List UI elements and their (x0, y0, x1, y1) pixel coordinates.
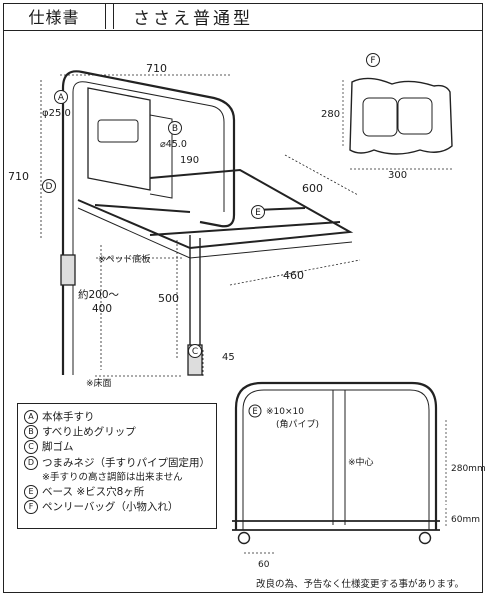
label-foot-45: 45 (222, 352, 235, 363)
main-drawing (40, 70, 361, 377)
dim-600 (284, 154, 359, 196)
label-base-460: 460 (283, 269, 304, 282)
label-bed-board: ※ベッド底板 (98, 253, 151, 265)
base-detail (232, 381, 447, 554)
label-bag-height: 280 (321, 109, 340, 120)
header-doc-type: 仕様書 (3, 3, 106, 29)
label-grip-length: 190 (180, 155, 199, 166)
footer-disclaimer: 改良の為、予告なく仕様変更する事があります。 (256, 579, 465, 590)
marker-a-label: A (58, 93, 65, 103)
label-range-2: 400 (92, 303, 112, 315)
spec-sheet-frame (3, 3, 483, 593)
marker-c-label: C (192, 347, 198, 357)
label-arm-500: 500 (158, 292, 179, 305)
pocket-bag (87, 87, 151, 191)
header-bar: 仕様書 ささえ普通型 (3, 3, 483, 31)
label-floor: ※床面 (86, 377, 112, 389)
legend-note: ※手すりの高さ調節は出来ません (42, 471, 183, 483)
label-height-710: 710 (8, 170, 29, 183)
label-pipe-size: ※10×10 (266, 407, 304, 417)
label-center: ※中心 (348, 456, 374, 468)
label-height-280mm: 280mm (451, 464, 486, 474)
marker-e2-label: E (252, 407, 257, 417)
label-base-60: 60 (258, 560, 270, 570)
main-handrail (61, 70, 236, 375)
base-frame (77, 168, 354, 250)
header-divider (109, 3, 114, 29)
label-grip-diameter-2: ⌀45.0 (160, 139, 187, 150)
header-product-name: ささえ普通型 (133, 8, 253, 29)
marker-b-label: B (172, 124, 178, 134)
label-width-710: 710 (146, 62, 167, 75)
label-range-1: 約200～ (78, 288, 120, 301)
label-grip-diameter: φ25.0 (42, 108, 71, 119)
marker-f-label: F (370, 56, 375, 66)
part-markers: A B C D E F (42, 53, 380, 358)
marker-e-label: E (255, 208, 261, 218)
label-height-60mm: 60mm (451, 515, 480, 525)
label-square-pipe: (角パイプ) (276, 418, 319, 430)
label-depth-600: 600 (302, 182, 323, 195)
marker-d-label: D (46, 182, 53, 192)
label-bag-width: 300 (388, 170, 407, 181)
bag-detail (342, 77, 453, 170)
